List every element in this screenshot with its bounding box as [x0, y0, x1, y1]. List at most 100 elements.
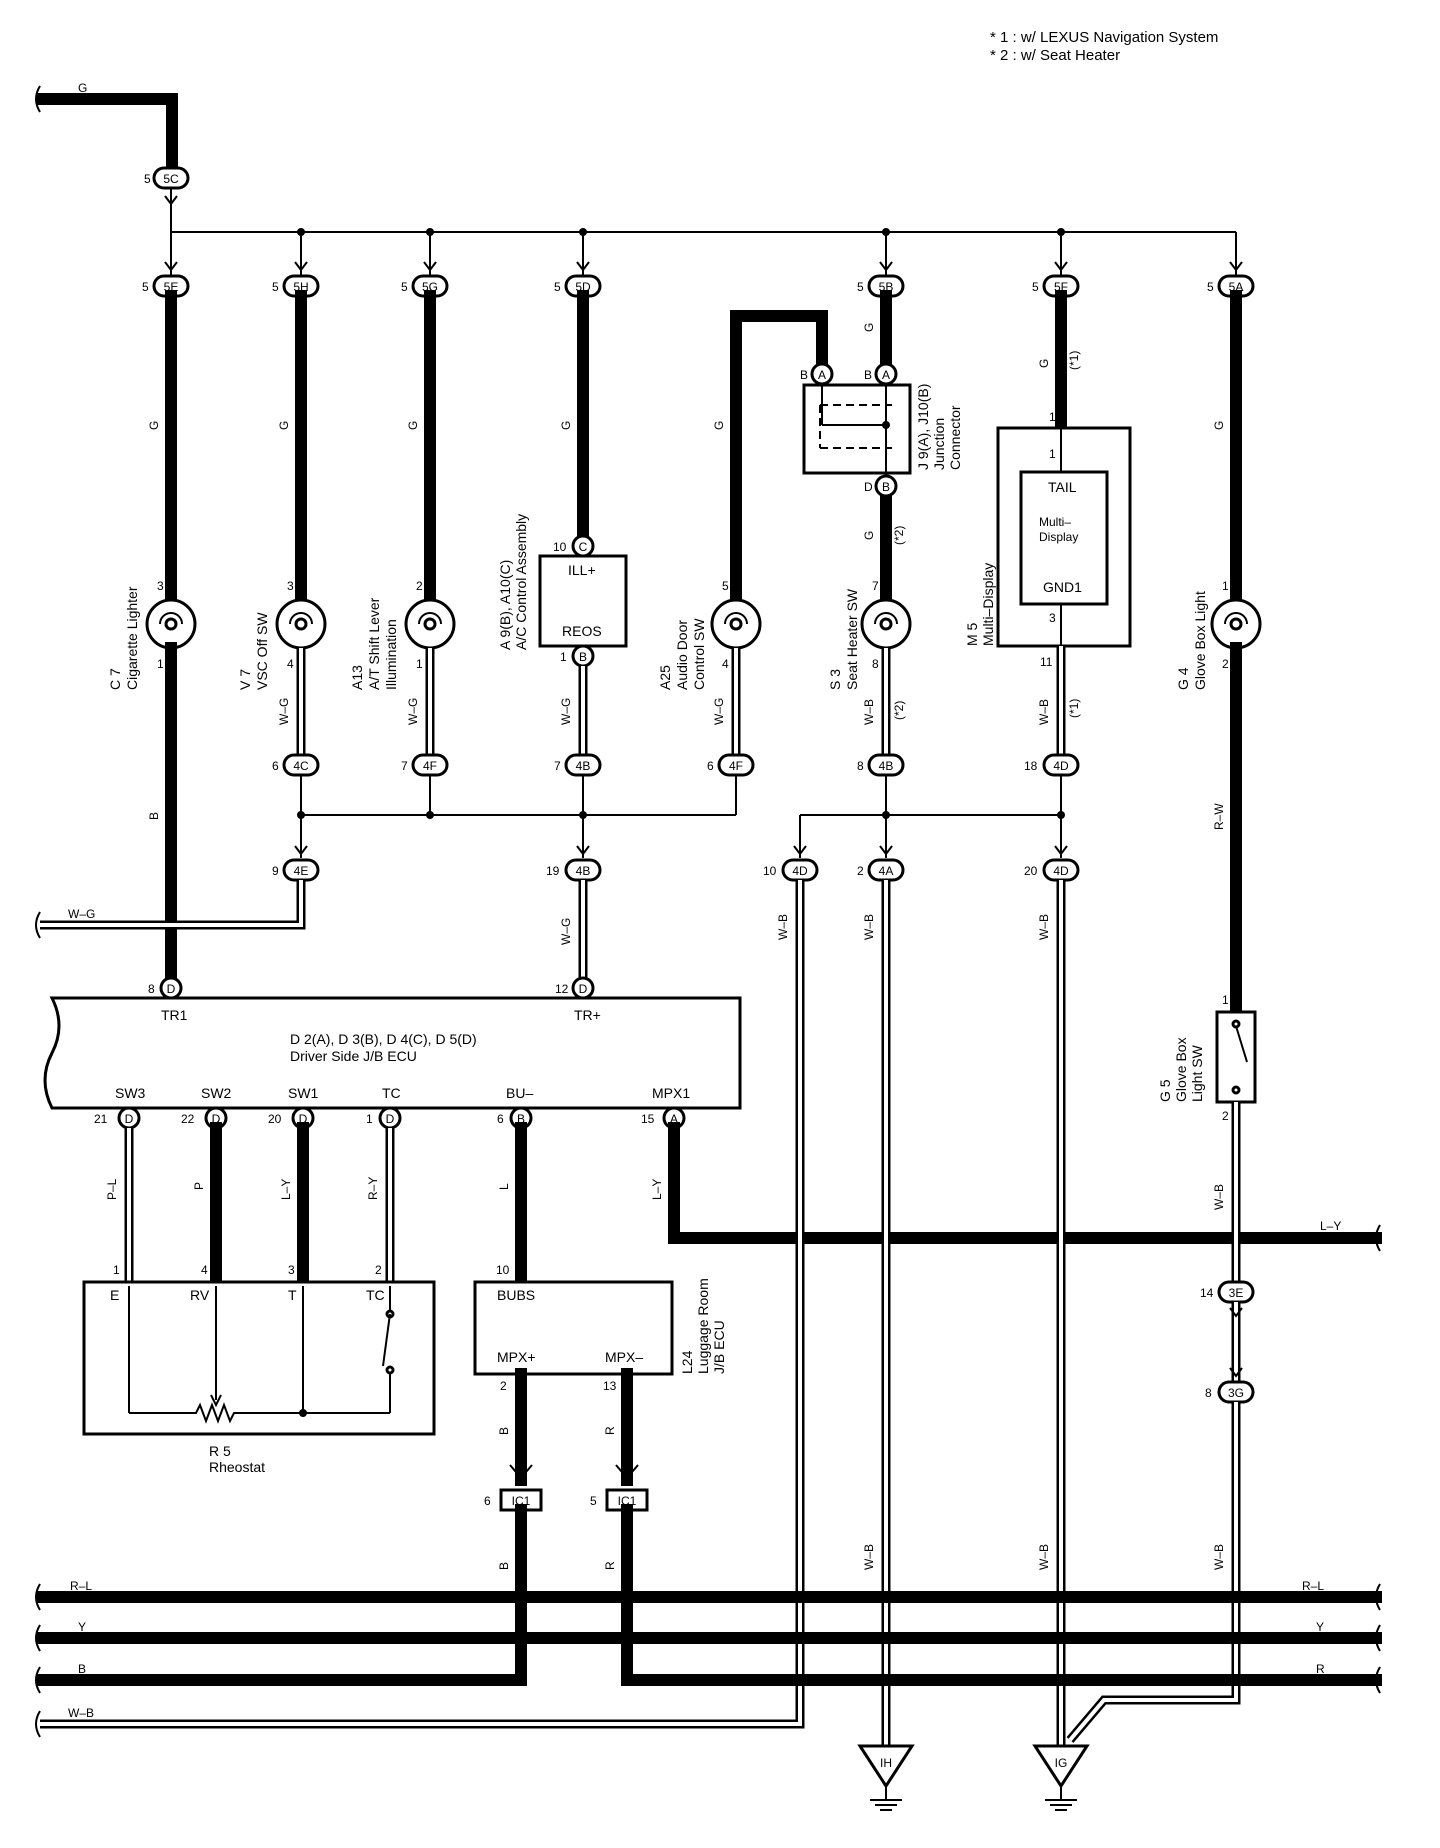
svg-text:4: 4	[201, 1263, 208, 1277]
svg-text:W–B: W–B	[1037, 699, 1051, 725]
svg-text:L24: L24	[679, 1350, 695, 1374]
connector-3E: 3E 14	[1200, 1280, 1255, 1304]
svg-text:D: D	[212, 1112, 221, 1126]
svg-text:5: 5	[142, 280, 149, 294]
svg-text:6: 6	[497, 1112, 504, 1126]
branch-connectors-4-row2: 4E 9 4B 19 4D 10 4A 2 4D 20	[272, 845, 1080, 882]
svg-text:13: 13	[603, 1379, 617, 1393]
svg-text:14: 14	[1200, 1286, 1214, 1300]
connector-3G: 3G 8	[1205, 1380, 1255, 1404]
m5-id: M 5	[964, 622, 980, 646]
svg-text:MPX+: MPX+	[497, 1349, 536, 1365]
vsc-off-switch-v7: 3 4 V 7 VSC Off SW	[237, 579, 327, 690]
j9-name-2: Connector	[947, 405, 963, 470]
svg-text:D: D	[386, 1112, 395, 1126]
svg-text:TC: TC	[366, 1287, 385, 1303]
svg-text:2: 2	[1222, 657, 1229, 671]
svg-text:IH: IH	[880, 1756, 892, 1770]
svg-text:W–B: W–B	[1212, 1184, 1226, 1210]
j9-name-1: Junction	[931, 418, 947, 470]
svg-text:12: 12	[555, 982, 569, 996]
wg-left-wire: W–G W–G	[35, 880, 588, 980]
svg-text:W–B: W–B	[862, 699, 876, 725]
svg-text:B: B	[497, 1562, 511, 1570]
svg-text:20: 20	[1024, 864, 1038, 878]
svg-text:TC: TC	[382, 1085, 401, 1101]
svg-text:R: R	[603, 1561, 617, 1570]
svg-text:4D: 4D	[792, 864, 808, 878]
multi-display-m5: 1 TAIL Multi– Display GND1 3 1 M 5 Multi…	[964, 410, 1132, 669]
rheostat-r5: 1 4 3 2 E RV T TC R 5 Rheostat	[82, 1263, 436, 1475]
svg-text:G: G	[406, 421, 420, 430]
svg-text:4B: 4B	[576, 759, 591, 773]
svg-text:S 3: S 3	[827, 669, 843, 690]
svg-text:BUBS: BUBS	[497, 1287, 535, 1303]
svg-text:A25: A25	[657, 665, 673, 690]
svg-text:4F: 4F	[423, 759, 437, 773]
wire-labels-g: G G G G G G G (*2) G (*1) G	[147, 323, 1226, 545]
g-wires	[165, 290, 1242, 606]
svg-text:T: T	[288, 1287, 297, 1303]
svg-text:2: 2	[375, 1263, 382, 1277]
top-feed-wire: G 5C 5	[35, 81, 1236, 233]
svg-text:SW3: SW3	[115, 1085, 146, 1101]
svg-text:(*1): (*1)	[1067, 351, 1081, 370]
ecu-bottom-pins: D21 D22 D20 D1 B6 A15	[94, 1106, 686, 1130]
svg-text:MPX–: MPX–	[605, 1349, 643, 1365]
svg-text:L–Y: L–Y	[650, 1179, 664, 1200]
svg-text:W–B: W–B	[862, 914, 876, 940]
svg-text:G: G	[1212, 421, 1226, 430]
svg-text:GND1: GND1	[1043, 579, 1082, 595]
connector-4E: 4E 9	[272, 845, 320, 882]
connector-5E: 5E 5	[142, 232, 190, 298]
connector-4D-a: 4D 18	[1024, 753, 1080, 777]
svg-text:21: 21	[94, 1112, 108, 1126]
svg-text:Luggage Room: Luggage Room	[695, 1278, 711, 1374]
branch-connectors-5: 5E 5 5H 5 5G 5 5D 5	[142, 228, 1255, 298]
svg-text:W–B: W–B	[1037, 1544, 1051, 1570]
svg-text:V 7: V 7	[237, 669, 253, 690]
svg-text:3: 3	[1049, 611, 1056, 625]
svg-text:R–Y: R–Y	[366, 1177, 380, 1200]
connector-4B-c: 4B 19	[546, 845, 602, 882]
svg-text:3E: 3E	[1229, 1286, 1244, 1300]
svg-text:TR+: TR+	[574, 1007, 601, 1023]
svg-text:TAIL: TAIL	[1048, 479, 1077, 495]
svg-text:2: 2	[416, 579, 423, 593]
svg-text:R: R	[1316, 1662, 1325, 1676]
svg-text:B: B	[882, 480, 890, 494]
svg-text:W–B: W–B	[1037, 914, 1051, 940]
svg-text:8: 8	[872, 657, 879, 671]
svg-text:MPX1: MPX1	[652, 1085, 690, 1101]
svg-text:B: B	[517, 1112, 525, 1126]
svg-text:3: 3	[288, 1263, 295, 1277]
connector-5G: 5G 5	[401, 228, 449, 298]
svg-text:G: G	[862, 531, 876, 540]
svg-text:15: 15	[641, 1112, 655, 1126]
svg-text:W–G: W–G	[406, 698, 420, 725]
j9-id: J 9(A), J10(B)	[915, 384, 931, 470]
svg-text:C 7: C 7	[107, 668, 123, 690]
connector-5A: 5A 5	[1207, 232, 1255, 298]
svg-text:Display: Display	[1039, 530, 1078, 544]
svg-text:A: A	[882, 368, 890, 382]
joins-815	[297, 775, 1065, 858]
svg-text:Glove Box Light: Glove Box Light	[1192, 591, 1208, 690]
svg-text:W–G: W–G	[277, 698, 291, 725]
svg-text:E: E	[110, 1287, 119, 1303]
svg-text:2: 2	[1222, 1109, 1229, 1123]
svg-text:Control SW: Control SW	[691, 618, 707, 690]
m5-name: Multi–Display	[980, 563, 996, 646]
svg-text:(*2): (*2)	[892, 526, 906, 545]
connector-4F-b: 4F 6	[707, 753, 755, 777]
ground-IG: IG	[1032, 1744, 1090, 1811]
svg-text:P–L: P–L	[105, 1178, 119, 1200]
junction-connector-j9: A B A B B D J 9(A), J10(B) Junction Conn…	[800, 362, 963, 498]
svg-text:L–Y: L–Y	[1320, 1219, 1341, 1233]
svg-text:1: 1	[416, 657, 423, 671]
svg-text:D 2(A), D 3(B), D 4(C), D 5(D): D 2(A), D 3(B), D 4(C), D 5(D)	[290, 1031, 477, 1047]
svg-text:G: G	[277, 421, 291, 430]
svg-text:W–B: W–B	[776, 914, 790, 940]
svg-text:5: 5	[1032, 280, 1039, 294]
